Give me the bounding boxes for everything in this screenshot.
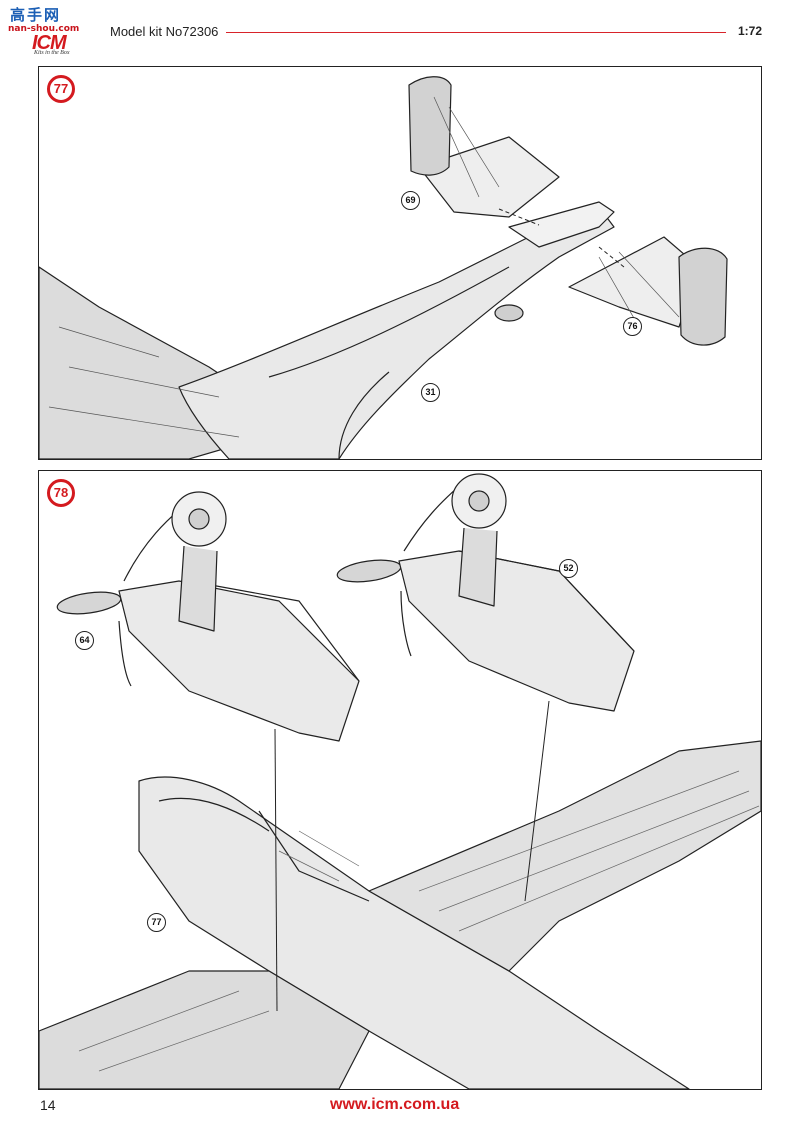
header-divider	[226, 32, 726, 33]
step-78-panel: 78 64 52 77	[38, 470, 762, 1090]
step-77-panel: 77 69 76 31	[38, 66, 762, 460]
part-number: 69	[405, 195, 416, 205]
step-number: 77	[53, 81, 69, 96]
part-callout: 31	[421, 383, 440, 402]
kit-title: Model kit No72306	[110, 24, 219, 39]
website-link[interactable]: www.icm.com.ua	[330, 1096, 460, 1113]
part-callout: 69	[401, 191, 420, 210]
part-number: 77	[151, 917, 162, 927]
part-number: 31	[425, 387, 436, 397]
part-callout: 64	[75, 631, 94, 650]
logo-tagline: Kits in the Box	[34, 50, 70, 56]
page-header: 高手网 nan-shou.com ICM Kits in the Box Mod…	[0, 0, 800, 62]
part-number: 52	[563, 563, 574, 573]
logo-chinese-text: 高手网	[10, 6, 62, 24]
page-number: 14	[40, 1097, 56, 1113]
part-callout: 76	[623, 317, 642, 336]
icm-logo: 高手网 nan-shou.com ICM Kits in the Box	[4, 4, 96, 60]
part-number: 76	[627, 321, 638, 331]
part-callout: 52	[559, 559, 578, 578]
engine-nacelle-drawing	[39, 473, 761, 1089]
part-callout: 77	[147, 913, 166, 932]
scale-label: 1:72	[738, 24, 763, 38]
step-number-badge: 77	[47, 75, 75, 103]
logo-site-text: nan-shou.com	[8, 24, 80, 34]
part-number: 64	[79, 635, 90, 645]
tail-assembly-drawing	[39, 76, 728, 459]
step-number-badge: 78	[47, 479, 75, 507]
step-number: 78	[53, 485, 69, 500]
logo-brand-text: ICM	[32, 32, 67, 54]
